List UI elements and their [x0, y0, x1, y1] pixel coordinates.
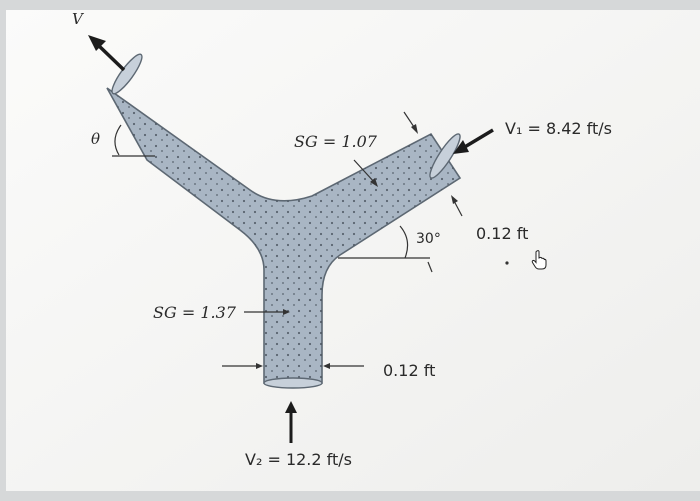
- sg-left-pointer: [244, 309, 290, 315]
- v2-label: V₂ = 12.2 ft/s: [245, 450, 352, 469]
- pipe-end-bottom: [263, 377, 323, 389]
- right-diameter-markers: [403, 111, 463, 217]
- theta-label: θ: [91, 130, 101, 148]
- theta-angle-marker: [112, 124, 155, 157]
- v1-inflow-arrow: [453, 128, 494, 154]
- v2-inflow-arrow: [285, 401, 297, 443]
- hand-pointer-icon: [531, 250, 547, 270]
- bottom-diameter-label: 0.12 ft: [383, 361, 436, 380]
- angle-30-label: 30°: [416, 231, 441, 247]
- velocity-v-label: V: [72, 10, 83, 28]
- v-outflow-arrow: [88, 35, 126, 72]
- pipe-end-right: [429, 133, 461, 179]
- stray-dot: [505, 261, 509, 265]
- right-diameter-label: 0.12 ft: [476, 224, 529, 243]
- sg-top-label: SG = 1.07: [294, 132, 377, 151]
- v1-label: V₁ = 8.42 ft/s: [505, 119, 612, 138]
- y-pipe: [106, 53, 462, 389]
- angle-30-marker: [338, 225, 433, 273]
- bottom-diameter-markers: [222, 363, 364, 369]
- sg-left-label: SG = 1.37: [153, 303, 236, 322]
- paper-sheet: [6, 10, 700, 491]
- sg-top-pointer: [353, 159, 378, 187]
